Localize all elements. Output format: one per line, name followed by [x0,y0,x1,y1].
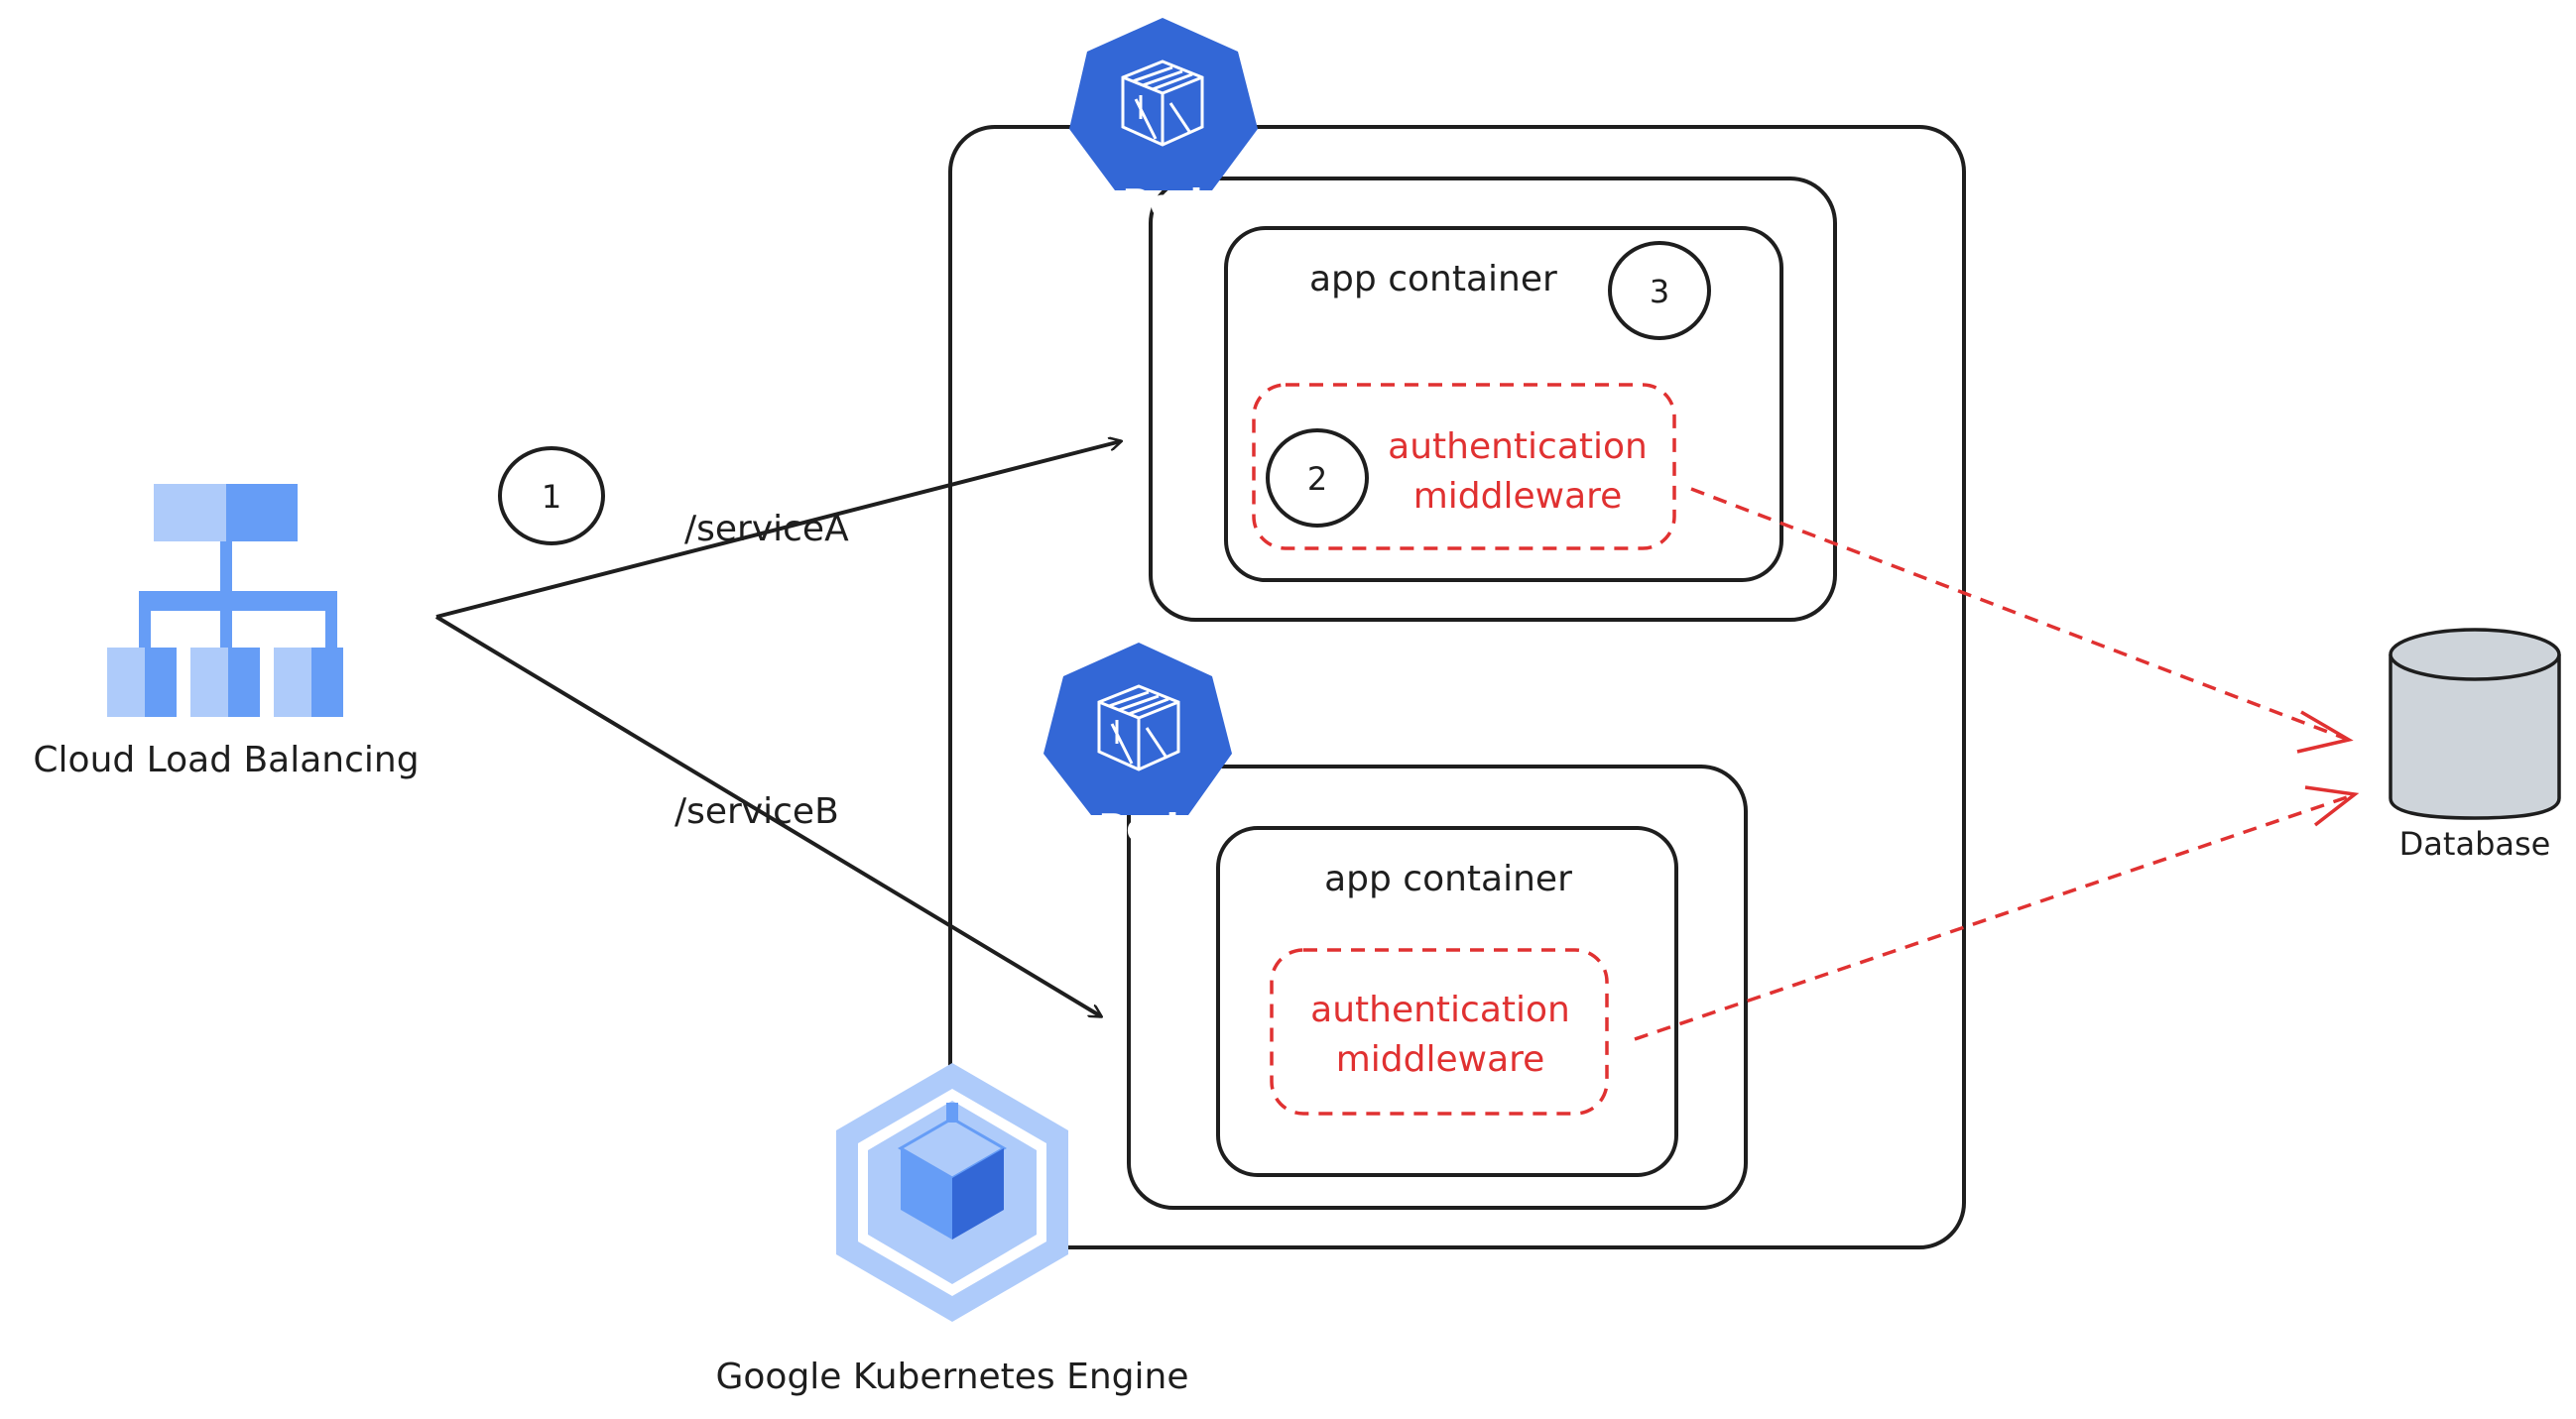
middleware-label-2-line2: middleware [1336,1039,1545,1080]
pod-label-1: Pod [1122,181,1202,225]
database-label: Database [2399,825,2551,863]
db-arrowhead-2 [2304,785,2360,827]
database-icon [2389,628,2561,820]
svg-text:3: 3 [1650,273,1669,310]
cloud-load-balancing-icon [107,484,343,717]
app-container-label-2: app container [1324,859,1572,899]
middleware-label-2-line1: authentication [1310,990,1570,1030]
db-connection-1 [1690,487,2347,741]
pod-box-2 [1127,765,1748,1210]
route-label-service-b: /serviceB [675,791,839,832]
step-marker-3: 3 [1608,241,1711,340]
route-label-service-a: /serviceA [684,509,849,549]
middleware-label-1-line1: authentication [1388,426,1648,467]
app-container-box-1 [1224,226,1783,582]
app-container-box-2 [1216,826,1678,1177]
db-connection-2 [1634,793,2354,1041]
step-marker-1: 1 [498,446,605,545]
db-arrowhead-1 [2296,710,2354,754]
gke-label: Google Kubernetes Engine [716,1357,1189,1397]
pod-label-2: Pod [1098,806,1178,850]
pod-icon-2: Pod [1043,643,1232,850]
middleware-box-2 [1270,948,1609,1116]
pod-box-1 [1149,177,1837,622]
gke-icon [836,1063,1068,1322]
load-balancer-label: Cloud Load Balancing [33,740,419,780]
svg-text:1: 1 [542,478,561,516]
route-line-service-a [435,441,1121,619]
middleware-label-1-line2: middleware [1413,476,1623,517]
middleware-box-1 [1252,383,1676,550]
step-marker-2: 2 [1266,428,1369,528]
gke-cluster-box [948,125,1966,1249]
route-line-service-b [434,615,1101,1016]
app-container-label-1: app container [1309,259,1557,299]
svg-text:2: 2 [1307,460,1327,498]
pod-icon-1: Pod [1069,18,1258,225]
